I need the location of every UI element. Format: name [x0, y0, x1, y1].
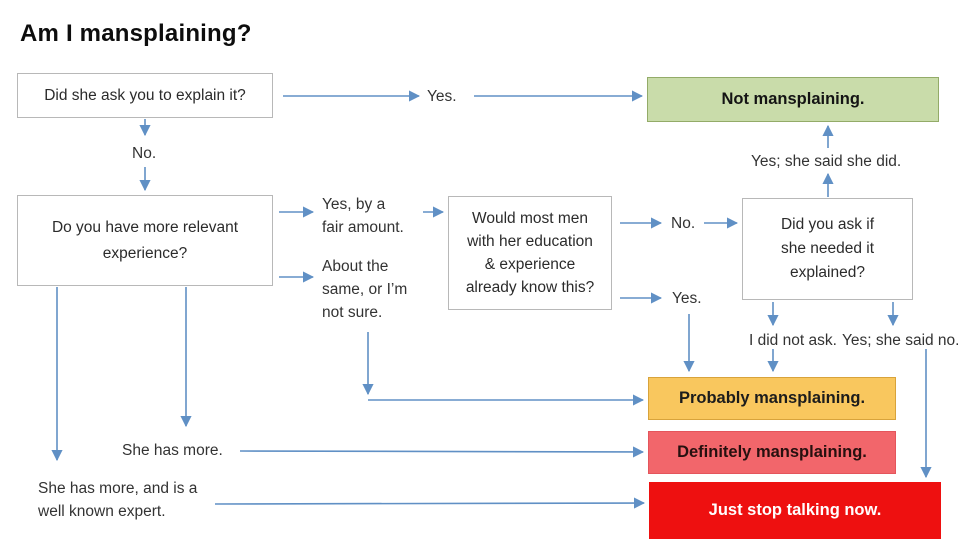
- outcome-probably-mansplaining: Probably mansplaining.: [648, 377, 896, 420]
- label-no-top: No.: [132, 145, 157, 162]
- node-more-relevant-experience: Do you have more relevant experience?: [17, 195, 273, 286]
- label-no-mid: No.: [671, 215, 696, 232]
- outcome-just-stop-talking: Just stop talking now.: [649, 482, 941, 539]
- page-title: Am I mansplaining?: [20, 20, 252, 47]
- label-she-has-more: She has more.: [122, 442, 223, 459]
- label-yes-mid: Yes.: [672, 290, 702, 307]
- label-yes-by-fair-amount: Yes, by a fair amount.: [322, 196, 404, 236]
- label-yes-she-said-she-did: Yes; she said she did.: [751, 153, 902, 170]
- connector-has-more-expert-to-stop: [214, 497, 646, 509]
- connector-has-more-to-definitely: [239, 446, 645, 458]
- label-yes-top: Yes.: [427, 88, 457, 105]
- node-would-most-men-know: Would most men with her education & expe…: [448, 196, 612, 310]
- label-about-the-same: About the same, or I’m not sure.: [322, 258, 408, 321]
- label-she-has-more-expert: She has more, and is a well known expert…: [38, 480, 198, 520]
- outcome-definitely-mansplaining: Definitely mansplaining.: [648, 431, 896, 474]
- node-did-she-ask: Did she ask you to explain it?: [17, 73, 273, 118]
- label-yes-she-said-no: Yes; she said no.: [842, 332, 960, 349]
- node-did-you-ask: Did you ask if she needed it explained?: [742, 198, 913, 300]
- label-i-did-not-ask: I did not ask.: [749, 332, 837, 349]
- outcome-not-mansplaining: Not mansplaining.: [647, 77, 939, 122]
